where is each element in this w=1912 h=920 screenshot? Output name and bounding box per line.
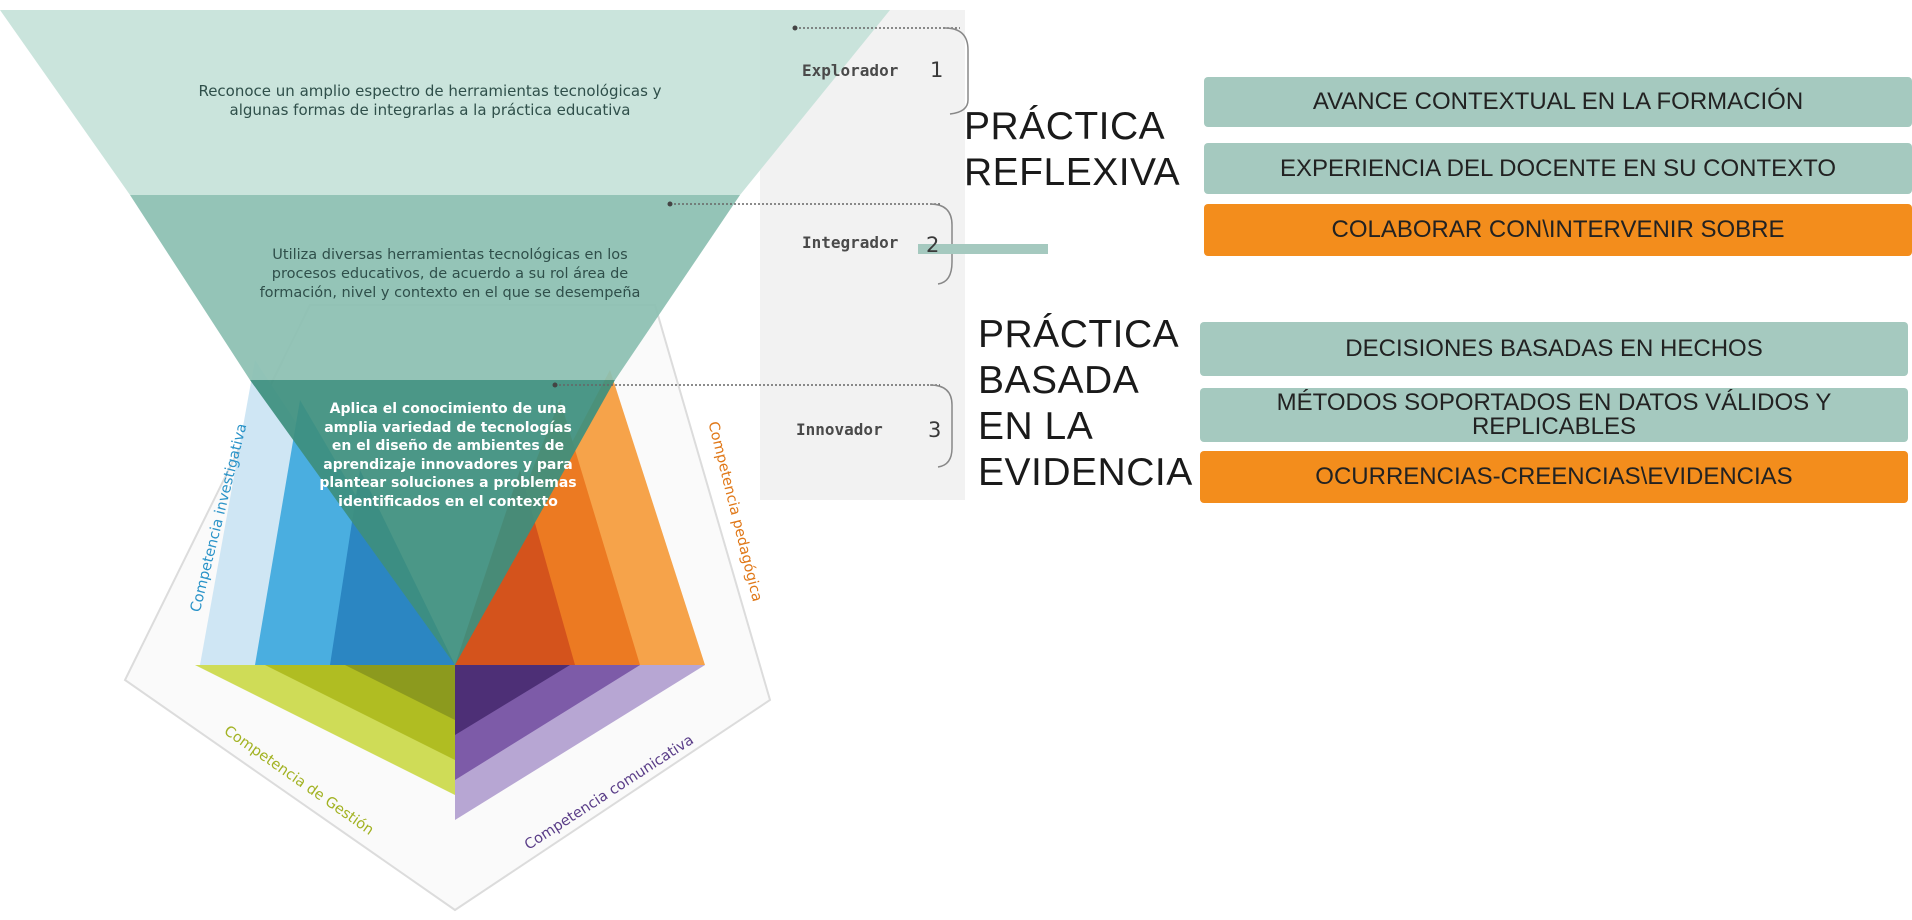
funnel-level-1 [0, 10, 890, 195]
leader-dot-3 [552, 382, 558, 388]
practice-item-experiencia: EXPERIENCIA DEL DOCENTE EN SU CONTEXTO [1204, 143, 1912, 194]
leader-dot-1 [792, 25, 798, 31]
bracket-2 [929, 203, 953, 285]
practice-evidencia-heading: PRÁCTICA BASADA EN LA EVIDENCIA [978, 312, 1193, 496]
practice-item-metodos: MÉTODOS SOPORTADOS EN DATOS VÁLIDOS Y RE… [1200, 388, 1908, 442]
level-3-number: 3 [928, 418, 942, 442]
competency-comunicativa-inner [455, 665, 570, 735]
level-1-description: Reconoce un amplio espectro de herramien… [198, 82, 662, 119]
level-1-name: Explorador [802, 61, 899, 80]
bracket-1 [944, 27, 969, 115]
practice-reflexiva-heading: PRÁCTICA REFLEXIVA [964, 104, 1180, 196]
connector-bar [918, 244, 1048, 254]
practice-reflexiva-heading-line-2: REFLEXIVA [964, 151, 1181, 194]
level-1-number: 1 [930, 58, 944, 82]
funnel-level-2 [130, 195, 740, 380]
funnel-level-3 [250, 380, 615, 665]
practice-evidencia-heading-line-3: EN LA [978, 405, 1094, 448]
level-2-description: Utiliza diversas herramientas tecnológic… [259, 247, 641, 301]
level-2-number: 2 [926, 233, 940, 257]
competency-gestion-inner [345, 665, 455, 720]
practice-evidencia-heading-line-2: BASADA [978, 359, 1140, 402]
level-2-name: Integrador [802, 233, 899, 252]
bracket-3 [929, 384, 953, 468]
practice-reflexiva-heading-line-1: PRÁCTICA [964, 105, 1166, 148]
level-3-description: Aplica el conocimiento de una amplia var… [319, 401, 577, 510]
practice-evidencia-heading-line-1: PRÁCTICA [978, 313, 1180, 356]
practice-item-ocurrencias: OCURRENCIAS-CREENCIAS\EVIDENCIAS [1200, 451, 1908, 503]
practice-item-decisiones: DECISIONES BASADAS EN HECHOS [1200, 322, 1908, 376]
competency-pedagogica-inner [455, 470, 575, 665]
leader-dot-2 [667, 201, 673, 207]
level-3-name: Innovador [796, 420, 883, 439]
practice-item-avance: AVANCE CONTEXTUAL EN LA FORMACIÓN [1204, 77, 1912, 127]
practice-item-colaborar: COLABORAR CON\INTERVENIR SOBRE [1204, 204, 1912, 256]
practice-evidencia-heading-line-4: EVIDENCIA [978, 451, 1193, 494]
